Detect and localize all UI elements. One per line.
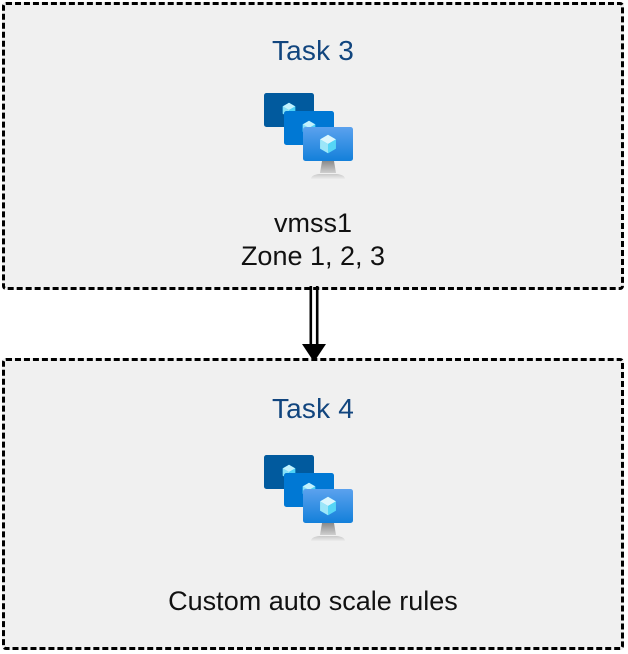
azure-vm-scale-set-icon bbox=[264, 455, 353, 541]
task-4-caption-line-1: Custom auto scale rules bbox=[168, 586, 458, 616]
task-4-title: Task 4 bbox=[271, 393, 355, 424]
arrow-down-icon bbox=[302, 286, 326, 362]
task-3-caption-line-2: Zone 1, 2, 3 bbox=[240, 241, 386, 272]
task-3-content: Task 3 bbox=[5, 5, 621, 287]
task-3-title: Task 3 bbox=[271, 35, 355, 66]
task-4-content: Task 4 bbox=[5, 361, 621, 647]
task-3-caption: vmss1 Zone 1, 2, 3 bbox=[241, 207, 385, 274]
azure-vm-scale-set-icon bbox=[264, 93, 353, 179]
task-3-caption-line-1: vmss1 bbox=[273, 208, 352, 238]
task-box-task-3[interactable]: Task 3 bbox=[2, 2, 624, 290]
task-4-caption: Custom auto scale rules bbox=[168, 585, 458, 618]
task-box-task-4[interactable]: Task 4 bbox=[2, 358, 624, 650]
